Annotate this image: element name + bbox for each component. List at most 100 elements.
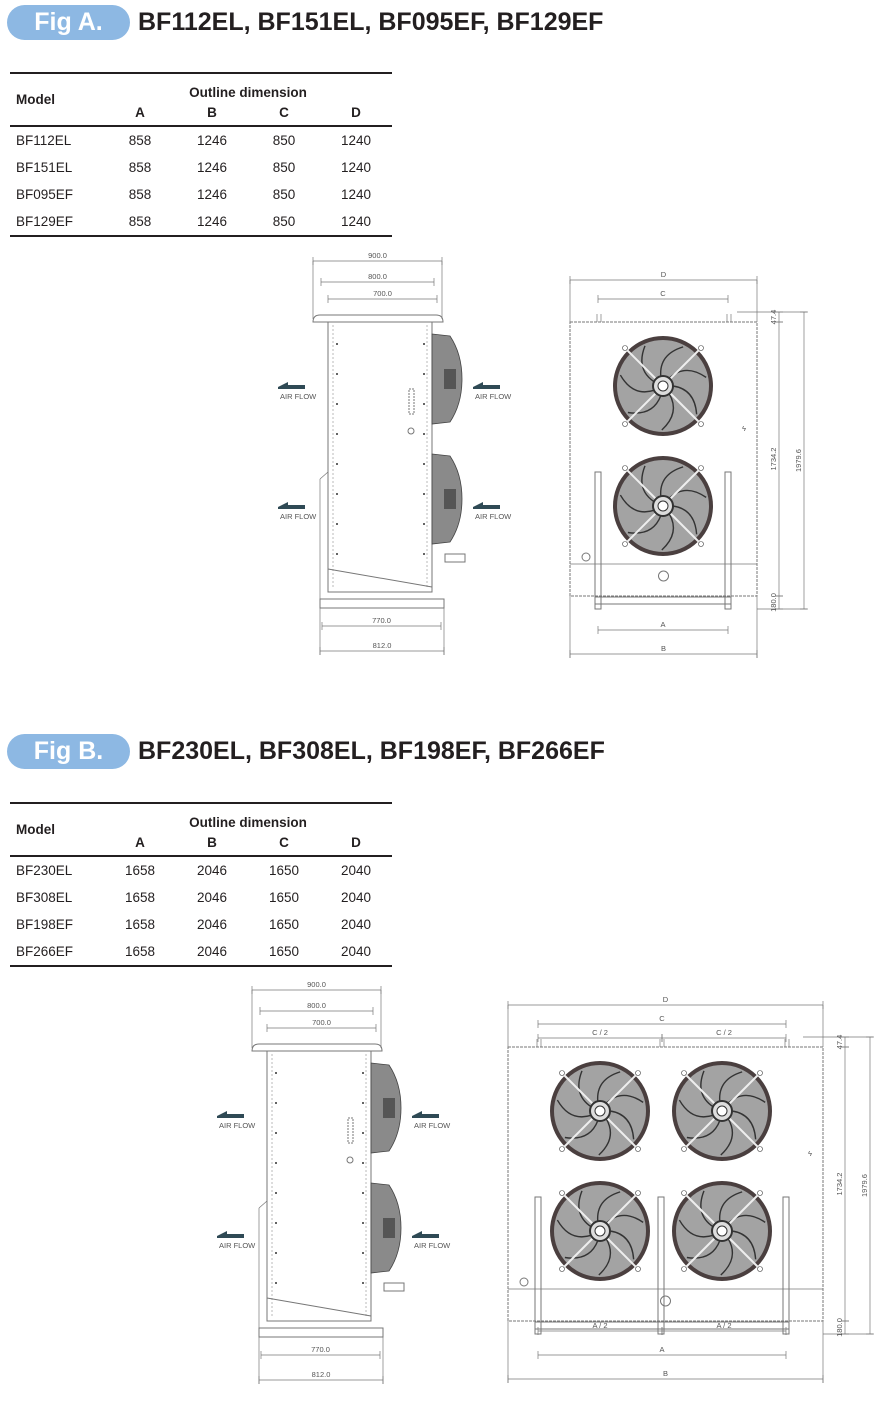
table-cell: 850	[272, 133, 296, 148]
dimension-label: 47.4	[769, 310, 778, 325]
fan-icon	[613, 336, 713, 436]
airflow-arrow-icon	[217, 1111, 244, 1118]
airflow-arrow-icon	[473, 382, 500, 389]
table-cell: 1650	[268, 890, 300, 905]
table-cell: 2046	[196, 890, 228, 905]
fan-side-icon	[370, 1062, 402, 1154]
airflow-label: AIR FLOW	[414, 1241, 451, 1250]
table-cell: 1658	[124, 863, 156, 878]
table-cell: BF198EF	[16, 917, 74, 932]
table-cell: 1240	[340, 160, 372, 175]
table-cell: 1658	[124, 890, 156, 905]
table-cell: 858	[128, 214, 152, 229]
table-cell: 858	[128, 160, 152, 175]
column-header: B	[207, 105, 217, 120]
table-cell: 2040	[340, 917, 372, 932]
table-cell: BF151EL	[16, 160, 73, 175]
airflow-arrow-icon	[217, 1231, 244, 1238]
dimension-label: A	[659, 1345, 664, 1354]
table-cell: BF230EL	[16, 863, 73, 878]
table-cell: 2046	[196, 863, 228, 878]
electrical-hazard-icon: ϟ	[742, 424, 746, 433]
table-cell: 850	[272, 160, 296, 175]
table-row: BF266EF 1658 2046 1650 2040	[10, 938, 392, 966]
fan-icon	[550, 1181, 650, 1281]
dimension-label: B	[663, 1369, 668, 1378]
electrical-hazard-icon: ϟ	[808, 1149, 812, 1158]
dimension-label: B	[661, 644, 666, 653]
table-cell: 1650	[268, 944, 300, 959]
dimension-label: C / 2	[716, 1028, 732, 1037]
dimension-label: C	[659, 1014, 665, 1023]
column-header: A	[135, 105, 145, 120]
airflow-label: AIR FLOW	[219, 1121, 256, 1130]
table-cell: 2040	[340, 863, 372, 878]
table-cell: 1246	[196, 214, 228, 229]
fig-a-header: Fig A. BF112EL, BF151EL, BF095EF, BF129E…	[0, 5, 880, 40]
table-cell: 2040	[340, 944, 372, 959]
airflow-arrow-icon	[412, 1231, 439, 1238]
fig-b-header: Fig B. BF230EL, BF308EL, BF198EF, BF266E…	[0, 734, 880, 769]
dimension-label: D	[663, 995, 669, 1004]
airflow-arrow-icon	[278, 502, 305, 509]
table-row: BF230EL 1658 2046 1650 2040	[10, 856, 392, 884]
fig-b-badge: Fig B.	[7, 734, 130, 769]
airflow-arrow-icon	[473, 502, 500, 509]
dimension-label: 770.0	[311, 1345, 330, 1354]
dimension-label: 800.0	[307, 1001, 326, 1010]
fan-icon	[550, 1061, 650, 1161]
table-cell: 850	[272, 187, 296, 202]
dimension-label: 47.4	[835, 1035, 844, 1050]
dimension-label: 1979.6	[860, 1174, 869, 1197]
table-row: BF129EF 858 1246 850 1240	[10, 208, 392, 236]
dimension-label: 1734.2	[769, 448, 778, 471]
airflow-label: AIR FLOW	[280, 392, 317, 401]
fan-icon	[613, 456, 713, 556]
fan-side-icon	[431, 333, 463, 425]
dimension-label: 770.0	[372, 616, 391, 625]
table-cell: BF266EF	[16, 944, 74, 959]
table-cell: 2046	[196, 944, 228, 959]
fan-side-icon	[431, 453, 463, 545]
dimension-label: 700.0	[373, 289, 392, 298]
dimension-label: 700.0	[312, 1018, 331, 1027]
dimension-label: 800.0	[368, 272, 387, 281]
model-header: Model	[16, 822, 55, 837]
dimension-label: 900.0	[307, 980, 326, 989]
dimension-label: A	[660, 620, 665, 629]
table-cell: 1246	[196, 133, 228, 148]
airflow-label: AIR FLOW	[475, 392, 512, 401]
table-cell: 1246	[196, 187, 228, 202]
dimension-label: D	[661, 270, 667, 279]
table-row: BF151EL 858 1246 850 1240	[10, 154, 392, 181]
dimension-label: 1734.2	[835, 1173, 844, 1196]
table-cell: 858	[128, 133, 152, 148]
table-row: BF308EL 1658 2046 1650 2040	[10, 884, 392, 911]
airflow-label: AIR FLOW	[280, 512, 317, 521]
table-cell: 1650	[268, 863, 300, 878]
table-cell: 850	[272, 214, 296, 229]
table-cell: 1246	[196, 160, 228, 175]
table-cell: 2040	[340, 890, 372, 905]
column-header: C	[279, 835, 289, 850]
column-header: C	[279, 105, 289, 120]
model-header: Model	[16, 92, 55, 107]
airflow-label: AIR FLOW	[219, 1241, 256, 1250]
table-cell: 1240	[340, 214, 372, 229]
table-cell: 1658	[124, 944, 156, 959]
fan-icon	[672, 1181, 772, 1281]
table-cell: 1240	[340, 187, 372, 202]
table-cell: BF308EL	[16, 890, 73, 905]
table-cell: BF129EF	[16, 214, 74, 229]
